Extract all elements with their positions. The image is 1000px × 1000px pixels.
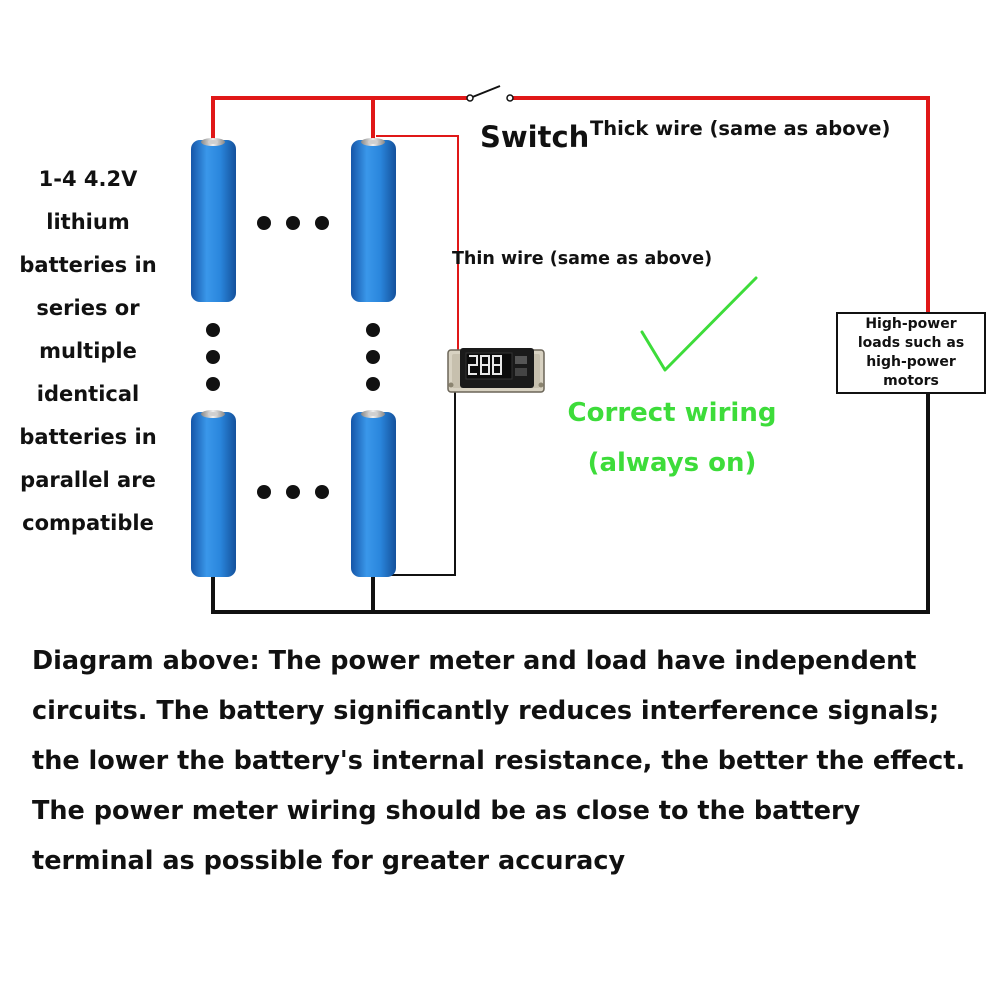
ellipsis-icon bbox=[366, 323, 380, 391]
load-label: High-power loads such as high-power moto… bbox=[857, 316, 965, 389]
battery-icon bbox=[191, 138, 236, 302]
switch-icon bbox=[466, 85, 514, 102]
thin-wire-label: Thin wire (same as above) bbox=[452, 249, 713, 269]
ellipsis-icon bbox=[257, 216, 329, 230]
checkmark-icon bbox=[640, 276, 758, 372]
diagram-caption: Diagram above: The power meter and load … bbox=[32, 646, 966, 876]
wiring-diagram bbox=[191, 85, 930, 614]
voltmeter-icon bbox=[447, 348, 545, 393]
ellipsis-icon bbox=[257, 485, 329, 499]
thick-positive-wire bbox=[211, 96, 930, 312]
thin-positive-wire bbox=[376, 135, 459, 355]
battery-compatibility-label: 1-4 4.2V lithium batteries in series or … bbox=[19, 167, 157, 535]
correct-wiring-line1: Correct wiring bbox=[567, 398, 777, 428]
thick-wire-label: Thick wire (same as above) bbox=[590, 117, 891, 140]
battery-icon bbox=[351, 138, 396, 302]
correct-wiring-label: Correct wiring (always on) bbox=[552, 388, 792, 488]
load-box: High-power loads such as high-power moto… bbox=[836, 312, 986, 394]
ellipsis-icon bbox=[206, 323, 220, 391]
battery-icon bbox=[351, 410, 396, 577]
thin-negative-wire bbox=[386, 388, 456, 576]
battery-icon bbox=[191, 410, 236, 577]
switch-label: Switch bbox=[480, 120, 590, 154]
thick-negative-wire bbox=[211, 394, 930, 614]
correct-wiring-line2: (always on) bbox=[587, 448, 757, 478]
